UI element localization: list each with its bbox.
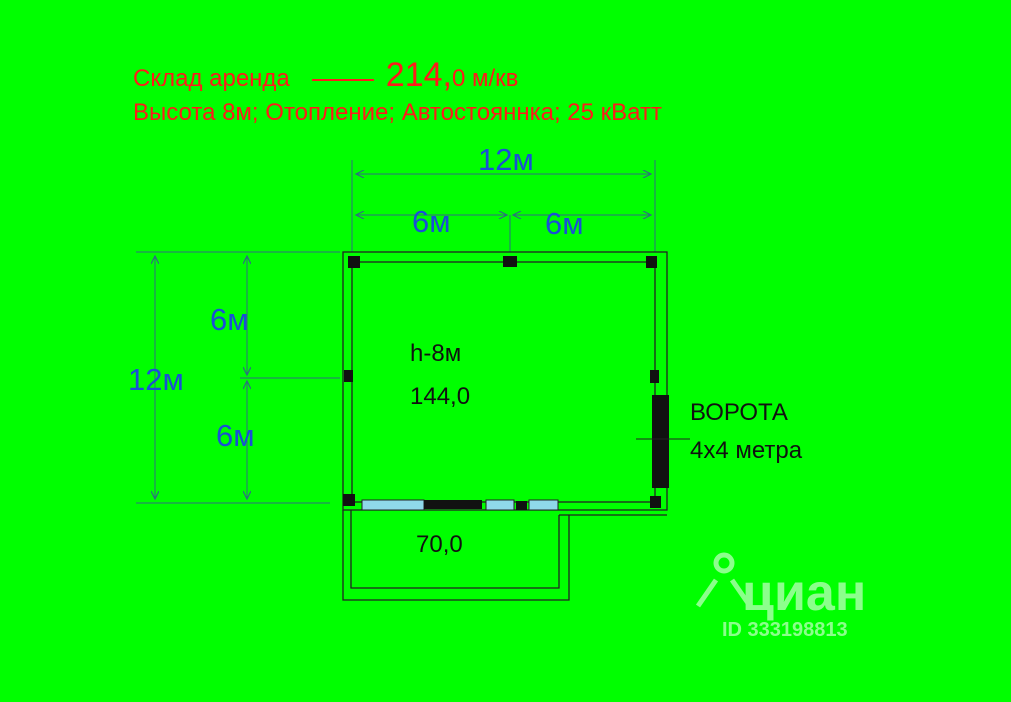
column-top-mid <box>503 256 517 267</box>
window-3 <box>528 499 559 511</box>
dim-top-total: 12м <box>478 142 534 177</box>
window-1 <box>361 499 425 511</box>
watermark-brand: циан <box>742 564 866 622</box>
dim-top-left: 6м <box>412 204 451 239</box>
features-line: Высота 8м; Отопление; Автостояннка; 25 к… <box>133 99 662 126</box>
title-listing: Склад аренда <box>133 65 290 92</box>
title-unit: 0 м/кв <box>451 65 519 92</box>
main-room-outer-wall <box>342 251 668 511</box>
watermark: циан ID 333198813 <box>695 552 866 641</box>
location-pin-icon <box>695 552 753 608</box>
annex-area-label: 70,0 <box>416 531 463 558</box>
annex-inner-wall <box>350 510 560 589</box>
dim-left-upper: 6м <box>210 302 249 337</box>
title-dash <box>311 78 374 81</box>
wall-post-small <box>516 501 527 510</box>
column-right-mid <box>650 370 659 383</box>
dim-top-right: 6м <box>545 206 584 241</box>
room-height-label: h-8м <box>410 340 461 367</box>
dim-left-lower: 6м <box>216 418 255 453</box>
main-room-inner-wall <box>351 261 656 503</box>
title-line: Склад аренда 214,0 м/кв <box>133 56 518 95</box>
column-bottom-right <box>650 496 661 508</box>
watermark-id: ID 333198813 <box>722 619 848 641</box>
column-bottom-left <box>343 494 355 506</box>
column-top-left <box>348 256 360 268</box>
column-top-right <box>646 256 657 268</box>
gate-door <box>652 395 669 488</box>
gate-size: 4х4 метра <box>690 437 803 464</box>
title-price: 214, <box>385 56 452 94</box>
room-area-label: 144,0 <box>410 383 470 410</box>
gate-title: ВОРОТА <box>690 399 788 426</box>
column-left-mid <box>344 370 353 382</box>
window-2 <box>485 499 515 511</box>
wall-segment-dark <box>424 500 482 509</box>
annex-outer-wall <box>342 510 570 601</box>
dim-left-total: 12м <box>128 362 184 397</box>
